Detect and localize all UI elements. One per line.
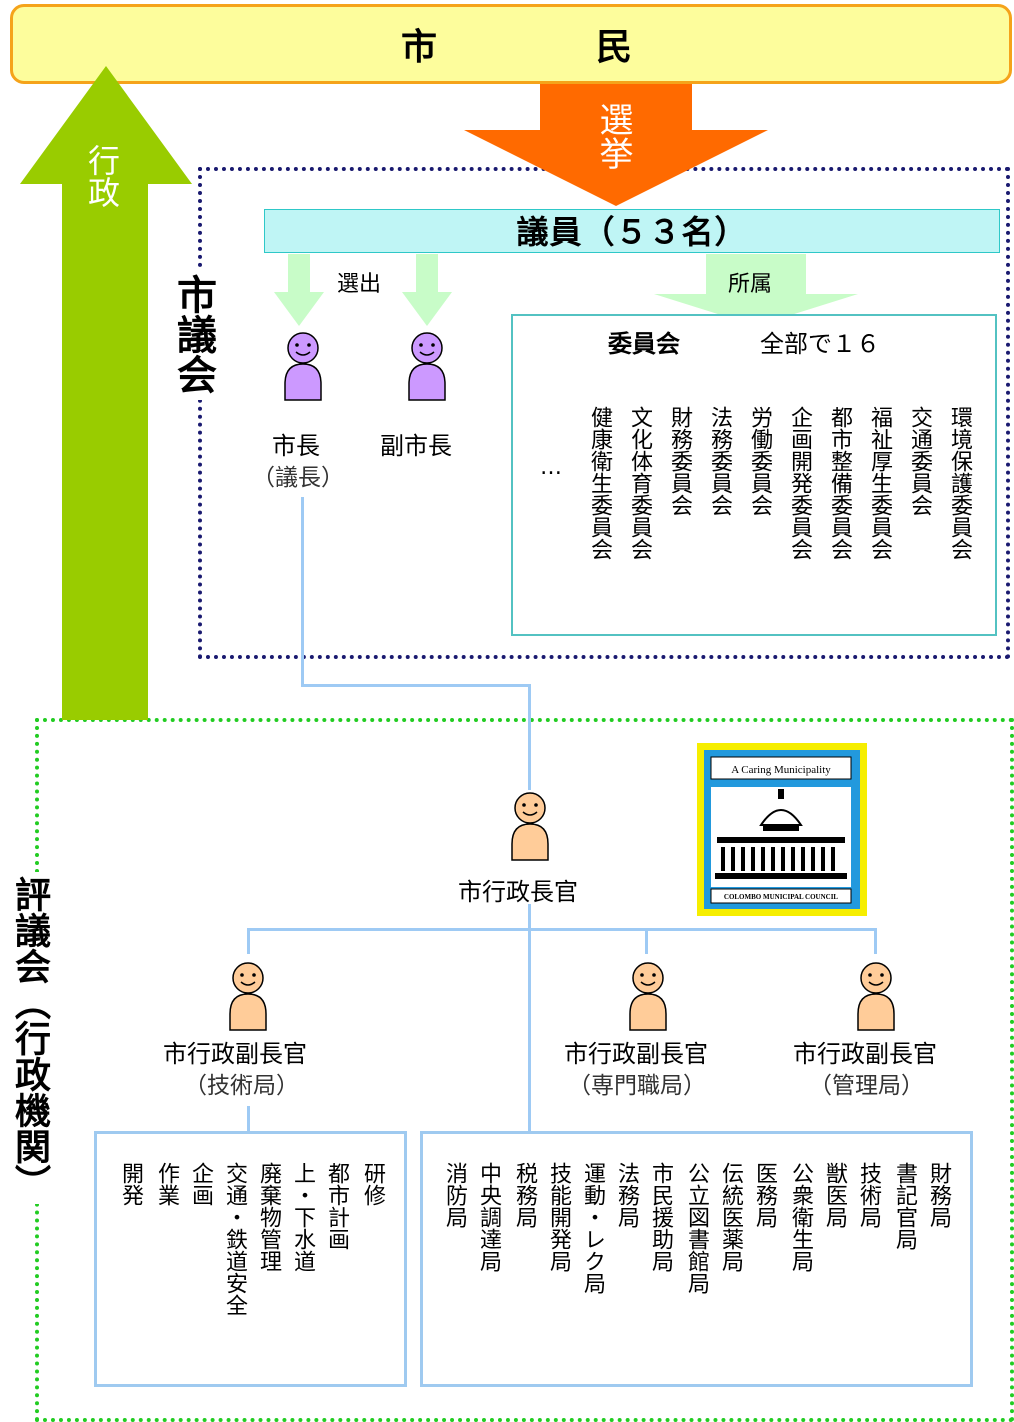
- committee-item: 都市整備委員会: [827, 406, 852, 560]
- department-item: 中央調達局: [476, 1162, 501, 1272]
- department-item: 市民援助局: [648, 1162, 673, 1272]
- council-label: 市議会: [168, 268, 216, 400]
- connector-line: [301, 684, 531, 687]
- deputy-commissioner-person-icon: [857, 962, 895, 1031]
- department-item: 開発: [118, 1162, 143, 1206]
- department-item: 消防局: [442, 1162, 467, 1228]
- connector-line: [247, 1106, 250, 1132]
- department-item: 運動・レク局: [580, 1162, 605, 1294]
- logo-bottom-text: COLOMBO MUNICIPAL COUNCIL: [724, 893, 839, 901]
- deputy-commissioner-person-icon: [629, 962, 667, 1031]
- mayor-person-icon: [284, 332, 322, 401]
- deputy-commissioner-sub: （専門職局）: [568, 1073, 706, 1099]
- connector-line: [528, 904, 531, 1134]
- committee-count: 全部で１６: [760, 330, 880, 358]
- administration-arrow-label: 行政: [83, 144, 121, 208]
- deputy-commissioner-sub: （管理局）: [809, 1073, 924, 1099]
- department-item: 都市計画: [324, 1162, 349, 1250]
- technical-departments-box: [94, 1131, 407, 1387]
- department-item: 法務局: [614, 1162, 639, 1228]
- committee-item: 文化体育委員会: [627, 406, 652, 560]
- mayor-sub-label: （議長）: [252, 465, 344, 491]
- committee-item: 労働委員会: [747, 406, 772, 516]
- citizens-label-2: 民: [596, 27, 633, 68]
- department-item: 医務局: [752, 1162, 777, 1228]
- administration-arrow: [20, 66, 192, 720]
- connector-line: [874, 928, 877, 954]
- citizens-bar: [10, 4, 1012, 84]
- committee-item: 環境保護委員会: [947, 406, 972, 560]
- department-item: 研修: [360, 1162, 385, 1206]
- committee-item: 法務委員会: [707, 406, 732, 516]
- deputy-commissioner-person-icon: [229, 962, 267, 1031]
- department-item: 技術局: [856, 1162, 881, 1228]
- department-item: 伝統医薬局: [718, 1162, 743, 1272]
- deputy-commissioner-label: 市行政副長官: [163, 1040, 307, 1068]
- election-arrow-label: 選挙: [593, 102, 633, 170]
- deputy-mayor-person-icon: [408, 332, 446, 401]
- department-item: 財務局: [926, 1162, 951, 1228]
- connector-line: [645, 928, 648, 954]
- committee-item: 財務委員会: [667, 406, 692, 516]
- department-item: 公衆衛生局: [788, 1162, 813, 1272]
- logo-top-text: A Caring Municipality: [731, 764, 831, 776]
- members-bar: 議員（５３名）: [264, 209, 1000, 253]
- connector-line: [528, 684, 531, 790]
- department-item: 上・下水道: [290, 1162, 315, 1272]
- department-item: 獣医局: [822, 1162, 847, 1228]
- administration-label: 評議会（行政機関）: [6, 872, 50, 1204]
- deputy-commissioner-label: 市行政副長官: [793, 1040, 937, 1068]
- citizens-label-1: 市: [401, 27, 438, 68]
- belong-label: 所属: [728, 272, 773, 297]
- connector-line: [247, 928, 250, 954]
- commissioner-person-icon: [511, 792, 549, 861]
- other-departments-box: [420, 1131, 973, 1387]
- election-arrow: [464, 84, 768, 206]
- department-item: 公立図書館局: [684, 1162, 709, 1294]
- deputy-commissioner-sub: （技術局）: [184, 1073, 299, 1099]
- committee-box: [511, 314, 997, 636]
- committee-ellipsis: …: [540, 455, 562, 480]
- department-item: 書記官局: [892, 1162, 917, 1250]
- department-item: 企画: [188, 1162, 213, 1206]
- deputy-commissioner-label: 市行政副長官: [564, 1040, 708, 1068]
- connector-line: [247, 928, 877, 931]
- department-item: 税務局: [512, 1162, 537, 1228]
- belong-arrow: [654, 254, 858, 326]
- department-item: 交通・鉄道安全: [222, 1162, 247, 1316]
- department-item: 技能開発局: [546, 1162, 571, 1272]
- committee-item: 企画開発委員会: [787, 406, 812, 560]
- elect-arrow-deputy: [402, 254, 452, 326]
- department-item: 作業: [154, 1162, 179, 1206]
- elect-arrow-mayor: [274, 254, 324, 326]
- committee-item: 健康衛生委員会: [587, 406, 612, 560]
- department-item: 廃棄物管理: [256, 1162, 281, 1272]
- committee-item: 交通委員会: [907, 406, 932, 516]
- deputy-mayor-label: 副市長: [380, 432, 452, 460]
- committee-item: 福祉厚生委員会: [867, 406, 892, 560]
- commissioner-label: 市行政長官: [458, 878, 578, 906]
- mayor-label: 市長: [272, 432, 320, 460]
- connector-line: [301, 497, 304, 687]
- committee-title: 委員会: [608, 330, 680, 358]
- colombo-council-logo: A Caring Municipality COLOMBO MUNICIPAL …: [697, 743, 867, 916]
- elect-label: 選出: [337, 272, 382, 297]
